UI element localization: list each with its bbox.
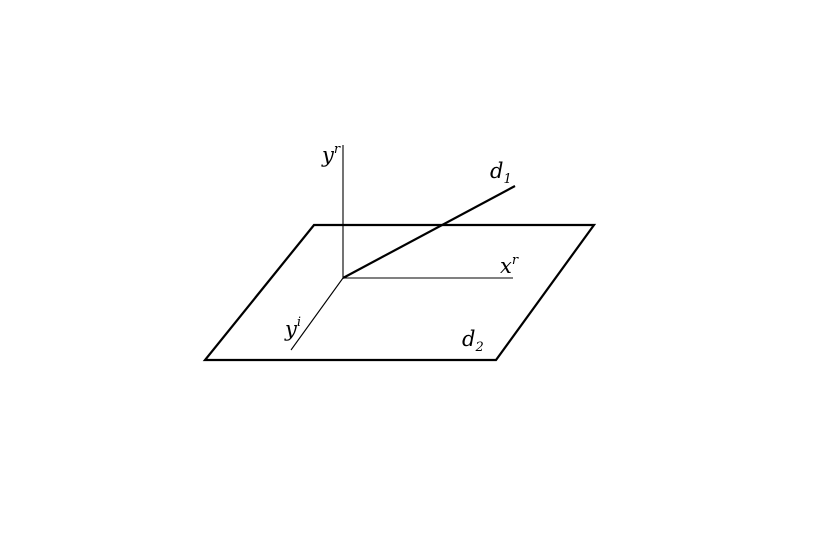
plane-d2 [202, 223, 597, 362]
label-d2: d2 [462, 327, 484, 355]
label-x-real: xr [500, 253, 519, 278]
line-d1 [342, 185, 516, 279]
axis-y-imag [290, 277, 344, 351]
label-d1: d1 [490, 159, 512, 187]
label-y-real: yr [321, 142, 341, 167]
label-y-imag: yi [284, 315, 301, 341]
